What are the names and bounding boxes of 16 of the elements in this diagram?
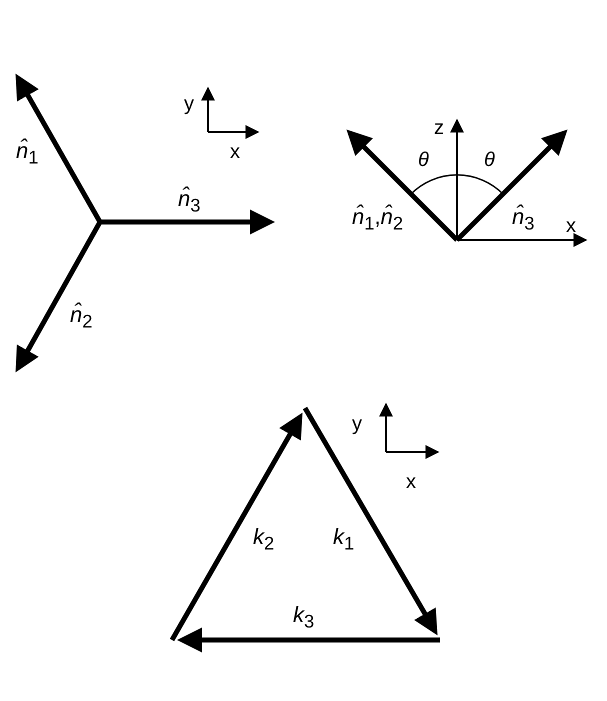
vector-label: n̂$_{3}$	[512, 206, 534, 233]
axis-label: y	[184, 94, 194, 114]
angle-label: θ	[418, 150, 429, 170]
axis-label: x	[230, 142, 240, 162]
vector-label: n̂$_{3}$	[178, 188, 200, 215]
vector-label: k$_{3}$	[293, 604, 314, 631]
vector-label: n̂$_{2}$	[70, 304, 92, 331]
axis-label: x	[566, 216, 576, 236]
axis-label: y	[352, 414, 362, 434]
angle-label: θ	[484, 150, 495, 170]
vector-label: n̂$_{1}$,n̂$_{2}$	[352, 206, 404, 233]
axis-label: x	[406, 472, 416, 492]
vector-label: k$_{1}$	[333, 526, 354, 553]
vector-label: n̂$_{1}$	[16, 140, 38, 167]
axis-label: z	[434, 118, 444, 138]
vector-label: k$_{2}$	[253, 526, 274, 553]
